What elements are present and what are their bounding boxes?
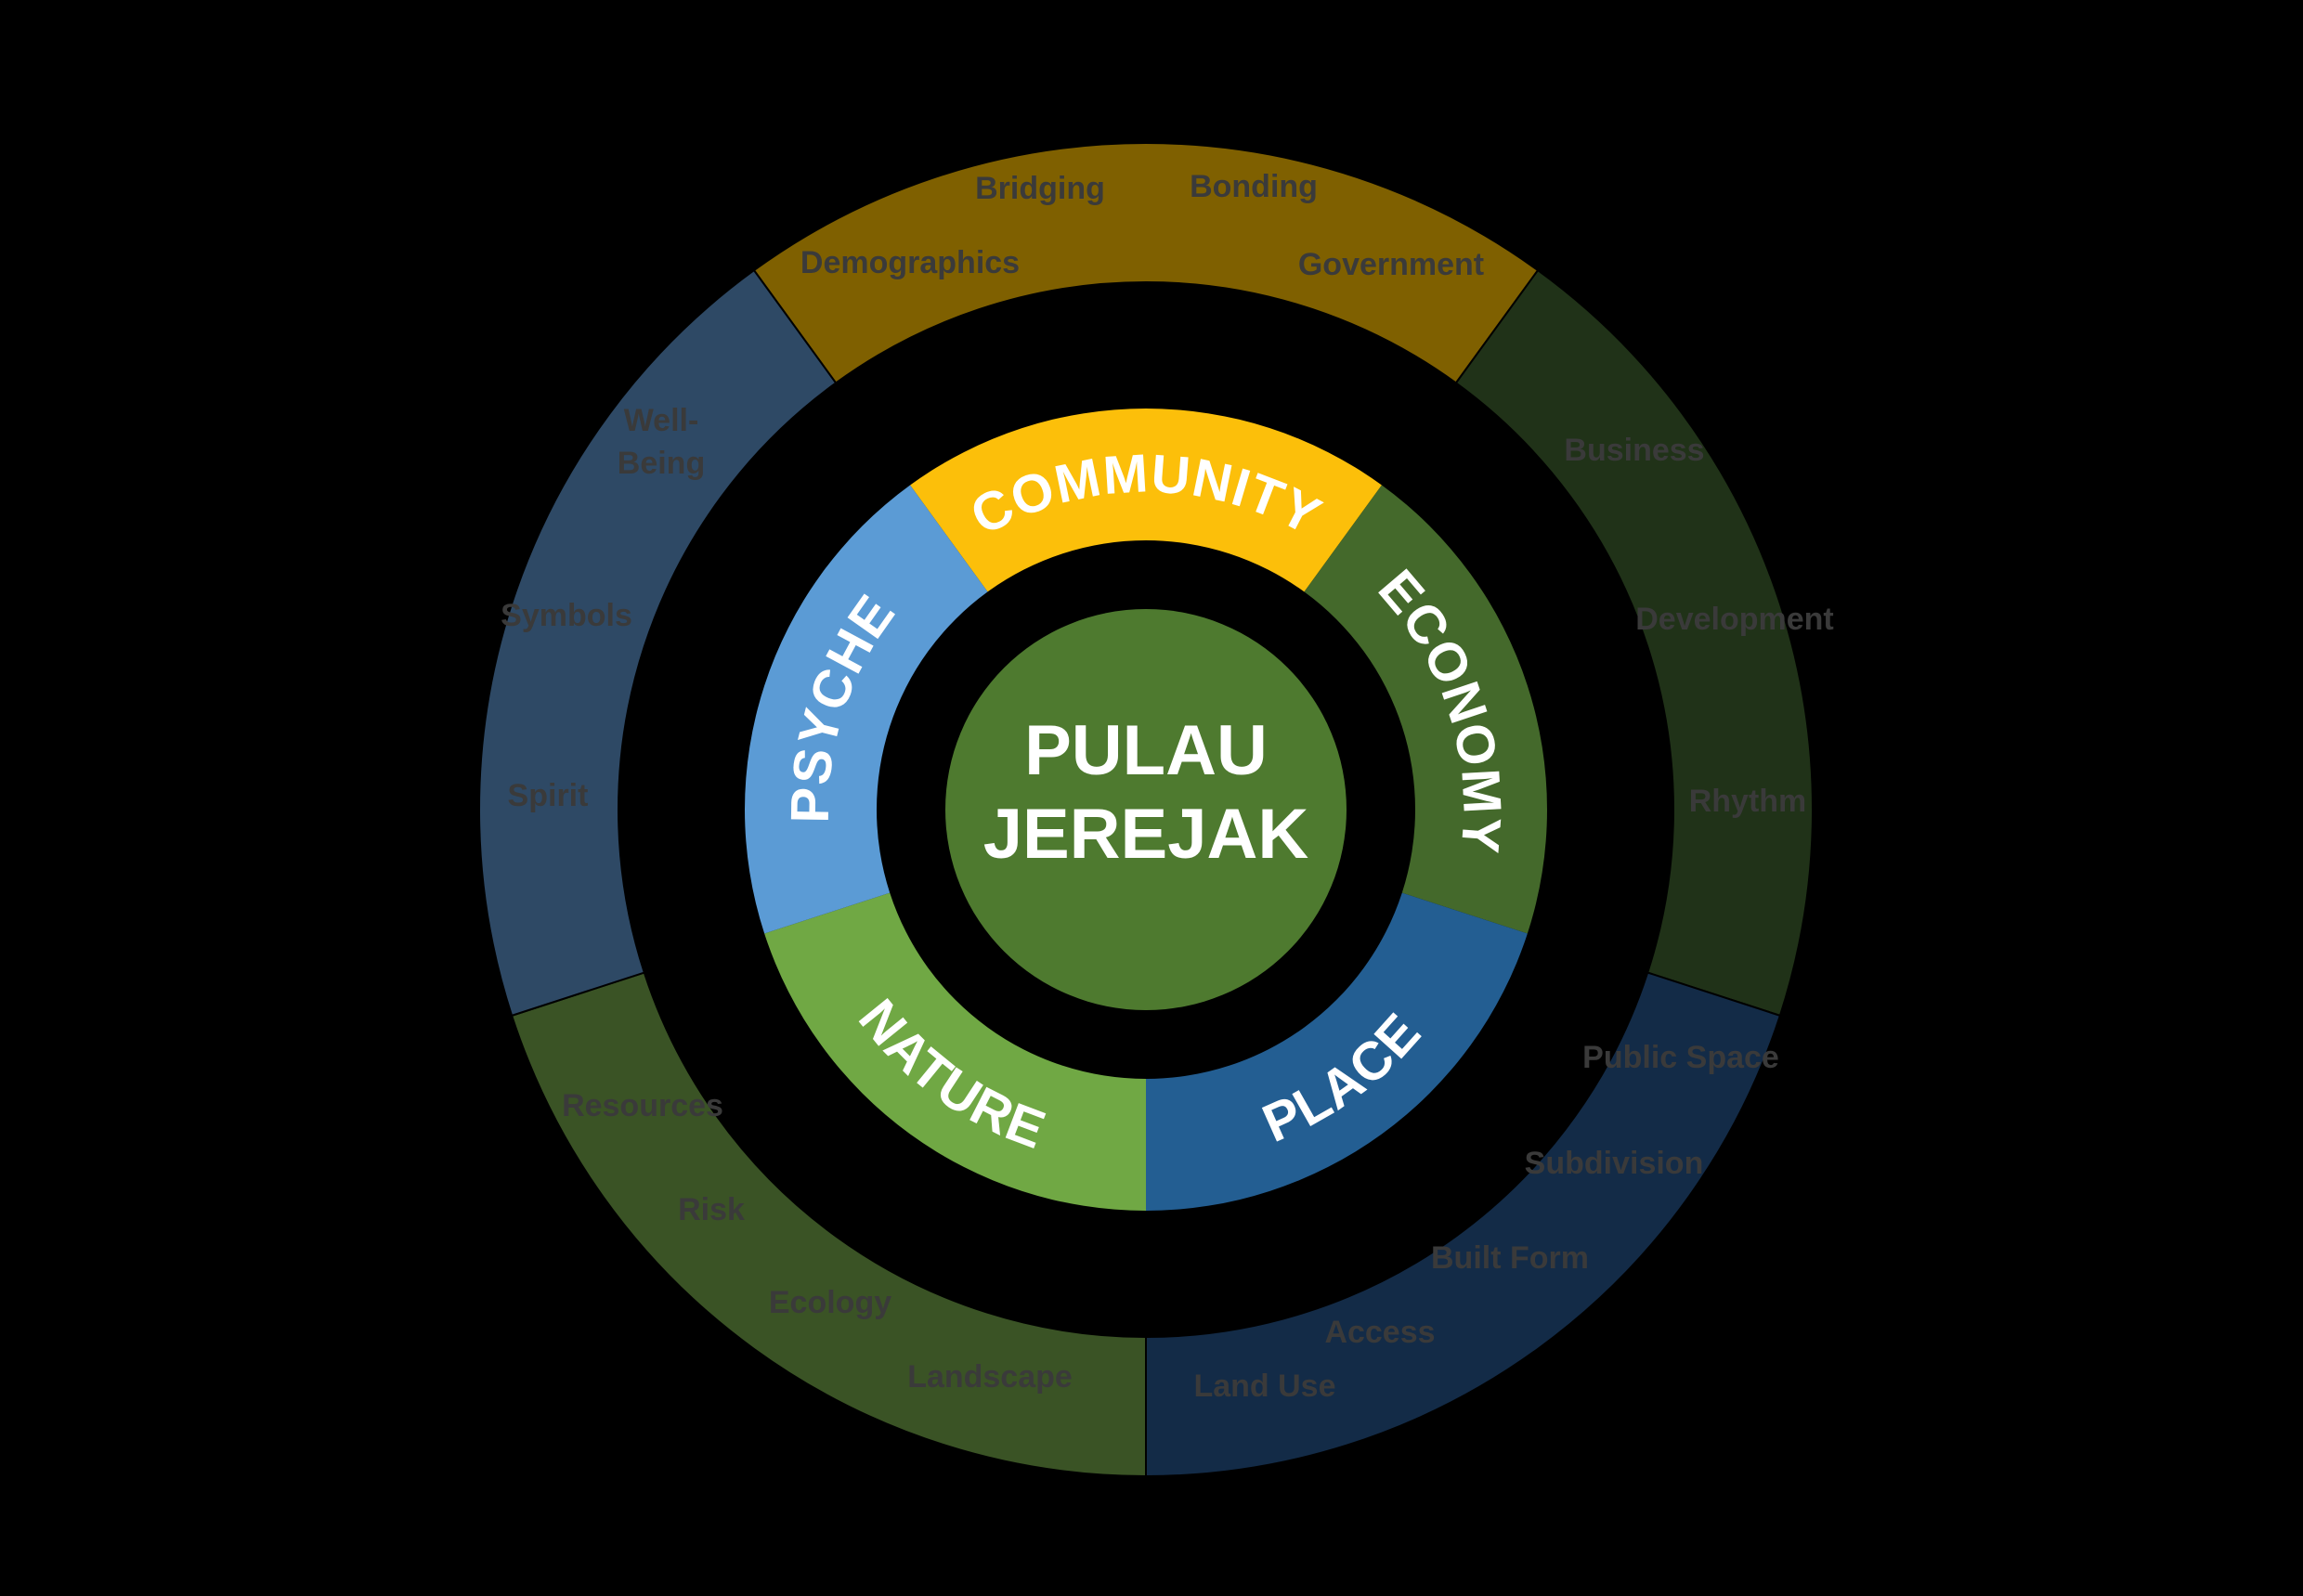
outer-label-landscape: Landscape: [907, 1359, 1073, 1395]
outer-label-rhythm: Rhythm: [1689, 784, 1807, 819]
outer-segment-psyche: [478, 268, 838, 1018]
inner-segment-psyche: [744, 485, 988, 934]
outer-label-government: Government: [1298, 247, 1484, 282]
center-title-line-1: PULAU: [1024, 711, 1268, 790]
outer-label-symbols: Symbols: [501, 598, 632, 633]
outer-segment-economy: [1454, 268, 1814, 1018]
outer-ring-labels: Bridging Bonding Demographics Government…: [501, 169, 1834, 1404]
center-title-line-2: JEREJAK: [983, 795, 1309, 874]
center-circle: [945, 609, 1347, 1010]
inner-segment-economy: [1304, 485, 1547, 934]
outer-label-bonding: Bonding: [1190, 169, 1318, 204]
outer-label-resources: Resources: [562, 1088, 723, 1123]
outer-label-being: Being: [618, 446, 705, 481]
outer-segment-place: [1145, 971, 1782, 1478]
outer-label-spirit: Spirit: [508, 778, 589, 813]
outer-label-subdivision: Subdivision: [1525, 1146, 1704, 1181]
outer-ring: [478, 142, 1814, 1478]
outer-label-land-use: Land Use: [1193, 1369, 1335, 1404]
outer-label-demographics: Demographics: [800, 245, 1020, 280]
outer-label-business: Business: [1564, 433, 1704, 468]
outer-label-access: Access: [1324, 1315, 1435, 1350]
inner-ring: [744, 408, 1547, 1211]
outer-label-ecology: Ecology: [769, 1285, 891, 1320]
outer-label-bridging: Bridging: [975, 171, 1105, 206]
outer-label-public-space: Public Space: [1582, 1040, 1779, 1075]
inner-segment-place: [1146, 892, 1528, 1211]
outer-label-built-form: Built Form: [1431, 1240, 1589, 1276]
outer-label-development: Development: [1635, 602, 1834, 637]
outer-segment-nature: [510, 971, 1147, 1478]
outer-label-risk: Risk: [678, 1192, 745, 1227]
inner-segment-nature: [764, 892, 1146, 1211]
outer-label-well: Well-: [624, 403, 699, 438]
outer-segment-community: [752, 142, 1540, 384]
inner-segment-community: [910, 408, 1382, 592]
